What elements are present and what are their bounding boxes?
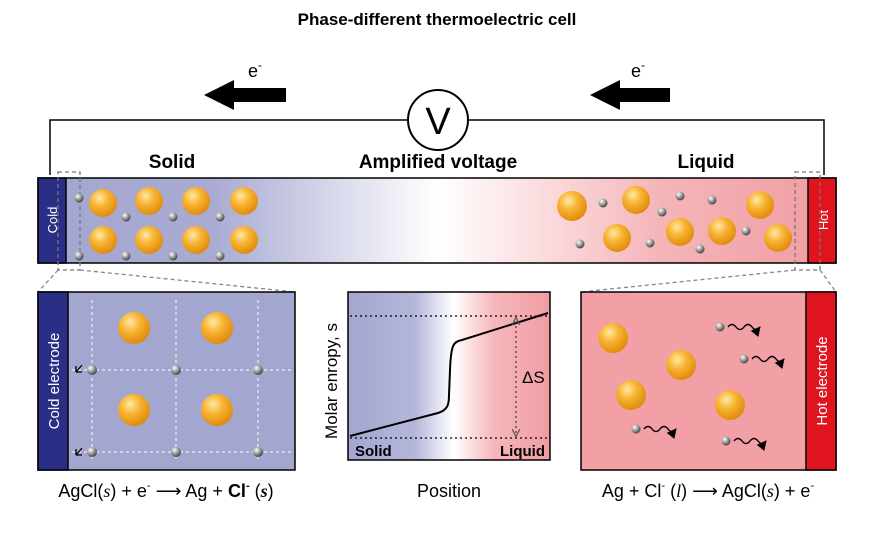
graph-liquid-label: Liquid [500,443,545,460]
lattice-grid-lines [72,300,292,462]
hot-electrode-label: Hot electrode [814,336,831,425]
circuit-wire [49,119,825,175]
hot-label: Hot [816,209,831,230]
electron-arrow-left-icon [204,80,286,110]
cold-zoom-panel [37,291,296,471]
cold-electrode [37,177,67,264]
graph-solid-label: Solid [355,443,392,460]
zoom-lines-hot [580,269,837,293]
cold-electrode-zoom [37,291,69,471]
hot-electrode [807,177,837,264]
electron-label-right: e- [631,58,645,81]
liquid-particles [557,186,792,254]
phase-label-liquid: Liquid [678,152,735,173]
cold-zoom-particles [87,312,263,457]
voltmeter-icon [407,89,469,151]
solid-lattice-particles [74,187,258,261]
diffusing-ion-icons [631,322,785,451]
cold-label: Cold [45,207,60,234]
entropy-curve [349,312,549,437]
zoom-box-hot [794,171,821,271]
graph-ylabel: Molar enropy, s [322,323,341,439]
phase-label-solid: Solid [149,152,195,173]
hot-zoom-panel [580,291,837,471]
equation-hot: Ag + Cl- (l) ⟶ AgCl(s) + e- [602,480,815,501]
diagram-title: Phase-different thermoelectric cell [298,10,577,29]
delta-s-label: ΔS [522,368,545,387]
zoom-lines-cold [37,269,296,293]
amplified-voltage-label: Amplified voltage [359,152,517,173]
electron-arrow-right-icon [590,80,670,110]
voltmeter-label: V [425,101,451,143]
hot-zoom-particles [598,323,745,420]
zoom-box-cold [57,171,81,271]
graph-xlabel: Position [417,481,481,501]
hot-electrode-zoom [805,291,837,471]
cold-electrode-label: Cold electrode [46,333,63,430]
ion-insertion-arrow-icons [75,364,83,456]
electron-label-left: e- [248,58,262,81]
equation-cold: AgCl(s) + e- ⟶ Ag + Cl- (s) [58,480,273,501]
